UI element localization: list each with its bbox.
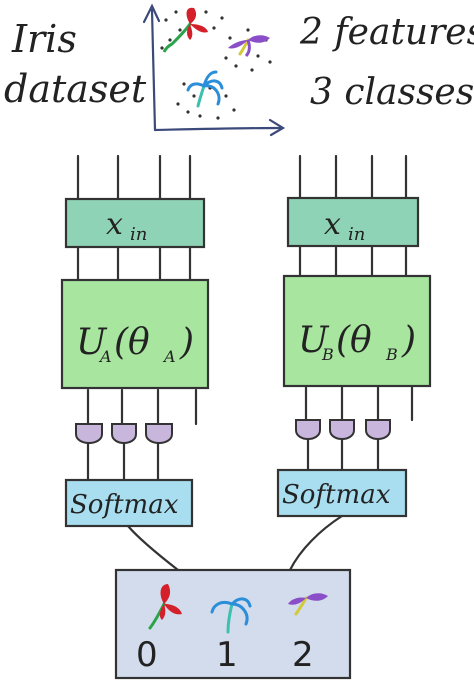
circuit-a-unitary-block — [60, 278, 210, 390]
circuit-a-softmax-label: Softmax — [70, 490, 179, 520]
circuit-b-unitary-sub: B — [321, 345, 334, 364]
classes-text: 3 classes — [310, 72, 474, 113]
measurement-gate — [365, 419, 391, 440]
circuit-a-input-wires — [76, 154, 198, 426]
circuit-b-unitary-block — [282, 274, 432, 388]
circuit-b-unitary-close: ) — [401, 320, 416, 361]
iris-flower-blue-icon — [186, 70, 224, 108]
circuit-b-input-label: x — [324, 207, 341, 242]
circuit-b-measurements — [295, 419, 391, 440]
features-text: 2 features — [299, 12, 474, 53]
measurement-gate — [111, 423, 137, 444]
circuit-a-unitary-main: U — [76, 322, 108, 363]
output-connectors — [126, 514, 344, 572]
circuit-b-softmax-label: Softmax — [282, 480, 391, 510]
measurement-gate — [75, 423, 103, 444]
circuit-b-input-sub: in — [348, 224, 365, 245]
circuit-b-unitary-main: U — [298, 320, 330, 361]
circuit-a-unitary-param-sub: A — [162, 347, 176, 366]
circuit-a-unitary-close: ) — [179, 322, 194, 363]
circuit-a-softmax-block — [64, 478, 194, 528]
title-line2: dataset — [4, 67, 147, 111]
output-label-2: 2 — [292, 635, 314, 675]
circuit-a: x in U A (θ A ) Softmax — [60, 154, 210, 528]
circuit-a-unitary-sub: A — [98, 347, 112, 366]
measurement-gate — [145, 423, 173, 444]
circuit-b-unitary-param-sub: B — [385, 345, 398, 364]
circuit-a-input-sub: in — [130, 224, 147, 245]
output-label-0: 0 — [136, 635, 158, 675]
title-line1: Iris — [11, 17, 77, 61]
iris-flower-red-icon — [162, 7, 208, 53]
measurement-gate — [329, 419, 355, 440]
scatter-dots — [160, 10, 272, 120]
circuit-b-input-block — [286, 196, 420, 248]
circuit-a-unitary-param: (θ — [114, 322, 150, 363]
circuit-b-input-wires — [298, 154, 414, 422]
scatter-plot-sketch — [142, 3, 286, 137]
circuit-b: x in U B (θ B ) Softmax — [276, 154, 432, 518]
output-iris-red-icon — [148, 584, 182, 630]
iris-flower-purple-icon — [228, 35, 270, 58]
circuit-a-input-label: x — [106, 207, 123, 242]
output-iris-purple-icon — [288, 593, 328, 616]
circuit-a-input-block — [64, 197, 206, 249]
output-iris-blue-icon — [210, 597, 252, 634]
measurement-gate — [295, 419, 321, 440]
circuit-a-measurements — [75, 423, 173, 444]
output-box — [114, 568, 352, 680]
circuit-b-softmax-block — [276, 468, 408, 518]
circuit-b-unitary-param: (θ — [336, 320, 372, 361]
output-label-1: 1 — [216, 635, 238, 675]
